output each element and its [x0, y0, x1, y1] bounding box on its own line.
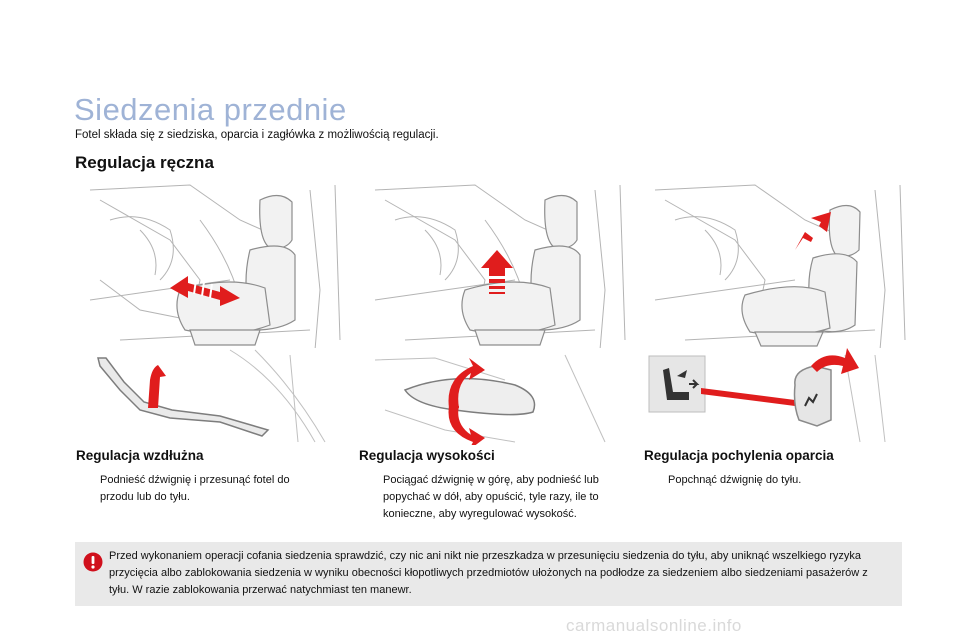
- text-longitudinal: Podnieść dźwignię i przesunąć fotel do p…: [100, 474, 290, 503]
- heading-longitudinal: Regulacja wzdłużna: [76, 448, 204, 463]
- illustration-recline: [645, 180, 913, 445]
- watermark: carmanualsonline.info: [566, 616, 742, 635]
- illustration-height: [365, 180, 633, 445]
- red-arrow: [481, 250, 513, 294]
- illustration-longitudinal: [80, 180, 348, 445]
- warning-icon: [83, 552, 103, 572]
- heading-height: Regulacja wysokości: [359, 448, 495, 463]
- text-height: Pociągać dźwignię w górę, aby podnieść l…: [383, 474, 599, 520]
- seat-illustration: [645, 184, 913, 445]
- heading-recline: Regulacja pochylenia oparcia: [644, 448, 834, 463]
- page-title: Siedzenia przednie: [74, 92, 347, 127]
- seat-illustration: [365, 184, 633, 445]
- red-arrow: [795, 212, 831, 250]
- red-arrow: [170, 276, 240, 306]
- warning-box: Przed wykonaniem operacji cofania siedze…: [75, 542, 902, 606]
- text-recline: Popchnąć dźwignię do tyłu.: [668, 474, 802, 486]
- warning-text: Przed wykonaniem operacji cofania siedze…: [109, 550, 868, 596]
- page-subtitle: Fotel składa się z siedziska, oparcia i …: [75, 129, 439, 141]
- seat-illustration: [89, 184, 348, 445]
- seat-recline-icon: [648, 355, 706, 413]
- section-heading: Regulacja ręczna: [75, 153, 214, 172]
